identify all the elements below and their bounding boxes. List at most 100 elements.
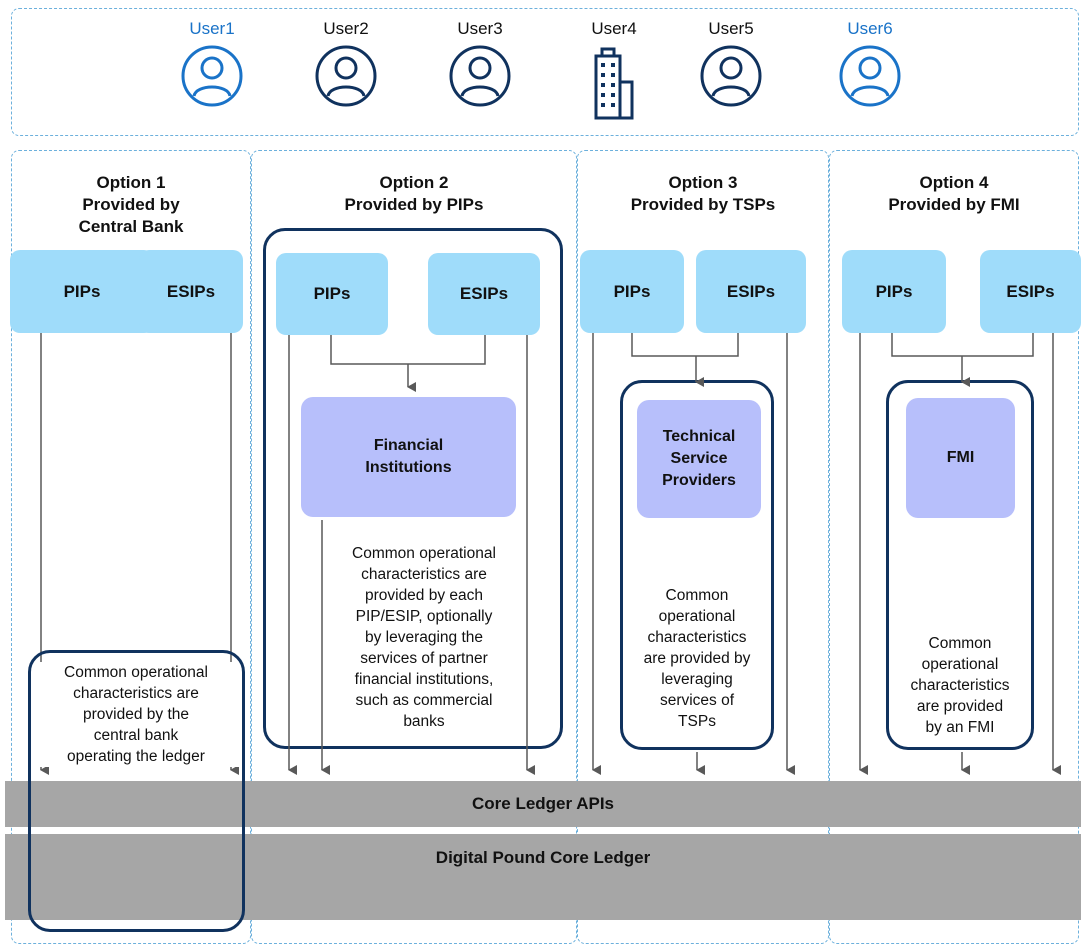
esips-label: ESIPs — [726, 281, 776, 301]
connector — [891, 333, 1034, 357]
option1-title: Option 1 Provided by Central Bank — [11, 172, 251, 238]
description-line: services of partner — [360, 650, 488, 667]
pips-label: PIPs — [63, 281, 101, 301]
building-icon — [594, 47, 634, 120]
fmi-box: FMI — [906, 398, 1015, 518]
option2-highlight-outline — [263, 228, 563, 749]
core-ledger-label: Digital Pound Core Ledger — [435, 848, 651, 867]
user-1: User1 — [162, 18, 262, 108]
description-line: financial institutions, — [354, 671, 494, 688]
option1-description: Common operational characteristics are p… — [30, 662, 242, 767]
option2-region — [251, 150, 577, 944]
description-line: central bank — [93, 727, 179, 744]
description-line: operational — [658, 608, 736, 625]
option3-esips-box: ESIPs — [696, 250, 806, 333]
provider-line: Institutions — [365, 459, 452, 476]
user-6: User6 — [820, 18, 920, 108]
description-line: characteristics — [910, 677, 1010, 694]
connector — [631, 333, 739, 357]
option3-pips-box: PIPs — [580, 250, 684, 333]
person-icon — [700, 45, 762, 107]
pips-label: PIPs — [613, 281, 651, 301]
user-label: User6 — [847, 19, 893, 38]
description-line: provided by the — [83, 706, 189, 723]
option4-esips-box: ESIPs — [980, 250, 1081, 333]
core-ledger-apis-label: Core Ledger APIs — [471, 794, 615, 813]
pips-label: PIPs — [313, 284, 351, 303]
description-line: TSPs — [678, 713, 716, 730]
provider-line: Service — [670, 450, 728, 467]
option1-pips-box: PIPs — [10, 250, 154, 333]
option2-esips-box: ESIPs — [428, 253, 540, 335]
option-number: Option 4 — [919, 173, 989, 192]
description-line: Common — [665, 587, 729, 604]
esips-label: ESIPs — [459, 284, 509, 303]
option1-esips-box: ESIPs — [139, 250, 243, 333]
description-line: PIP/ESIP, optionally — [355, 608, 493, 625]
option3-region — [577, 150, 829, 944]
option-subtitle: Provided by TSPs — [630, 195, 776, 214]
provider-line: Technical — [662, 428, 736, 445]
option3-description: Common operational characteristics are p… — [625, 585, 769, 732]
description-line: are provided by — [643, 650, 751, 667]
description-line: operating the ledger — [67, 748, 205, 765]
users-region — [11, 8, 1079, 136]
user-5: User5 — [681, 18, 781, 108]
user-label: User1 — [189, 19, 235, 38]
option-subtitle: Provided by — [82, 195, 180, 214]
option-subtitle: Provided by FMI — [888, 195, 1020, 214]
option4-description: Common operational characteristics are p… — [889, 633, 1031, 738]
option2-description: Common operational characteristics are p… — [324, 543, 524, 732]
description-line: characteristics are — [361, 566, 487, 583]
user-label: User5 — [708, 19, 754, 38]
person-icon — [449, 45, 511, 107]
description-line: characteristics — [647, 629, 747, 646]
option4-region — [829, 150, 1079, 944]
esips-label: ESIPs — [166, 281, 216, 301]
person-icon — [315, 45, 377, 107]
user-label: User2 — [323, 19, 369, 38]
description-line: Common operational — [352, 545, 496, 562]
description-line: Common operational — [64, 664, 208, 681]
description-line: such as commercial — [355, 692, 493, 709]
description-line: banks — [403, 713, 445, 730]
provider-line: Financial — [373, 437, 444, 454]
technical-service-providers-box: Technical Service Providers — [637, 400, 761, 518]
option4-title: Option 4 Provided by FMI — [829, 172, 1079, 216]
option-number: Option 1 — [96, 173, 166, 192]
option-subtitle: Provided by PIPs — [344, 195, 484, 214]
user-label: User4 — [591, 19, 637, 38]
esips-label: ESIPs — [1006, 281, 1055, 301]
description-line: leveraging — [661, 671, 733, 688]
description-line: are provided — [916, 698, 1004, 715]
description-line: by leveraging the — [364, 629, 484, 646]
user-2: User2 — [296, 18, 396, 108]
core-ledger-band: Digital Pound Core Ledger — [5, 834, 1081, 920]
description-line: provided by each — [364, 587, 484, 604]
option4-highlight-outline — [886, 380, 1034, 750]
user-3: User3 — [430, 18, 530, 108]
option2-title: Option 2 Provided by PIPs — [251, 172, 577, 216]
description-line: by an FMI — [925, 719, 995, 736]
provider-line: Providers — [662, 472, 736, 489]
description-line: operational — [921, 656, 999, 673]
option-subtitle: Central Bank — [78, 217, 184, 236]
pips-label: PIPs — [875, 281, 913, 301]
option-number: Option 3 — [668, 173, 738, 192]
option2-pips-box: PIPs — [276, 253, 388, 335]
core-ledger-apis-band: Core Ledger APIs — [5, 781, 1081, 827]
description-line: Common — [928, 635, 992, 652]
description-line: services of — [659, 692, 735, 709]
description-line: characteristics are — [73, 685, 199, 702]
option3-title: Option 3 Provided by TSPs — [577, 172, 829, 216]
option4-pips-box: PIPs — [842, 250, 946, 333]
person-icon — [839, 45, 901, 107]
person-icon — [181, 45, 243, 107]
option-number: Option 2 — [379, 173, 449, 192]
user-label: User3 — [457, 19, 503, 38]
provider-line: FMI — [946, 449, 975, 466]
option1-highlight-outline — [28, 650, 245, 932]
financial-institutions-box: Financial Institutions — [301, 397, 516, 517]
option1-region — [11, 150, 251, 944]
user-4: User4 — [564, 18, 664, 122]
